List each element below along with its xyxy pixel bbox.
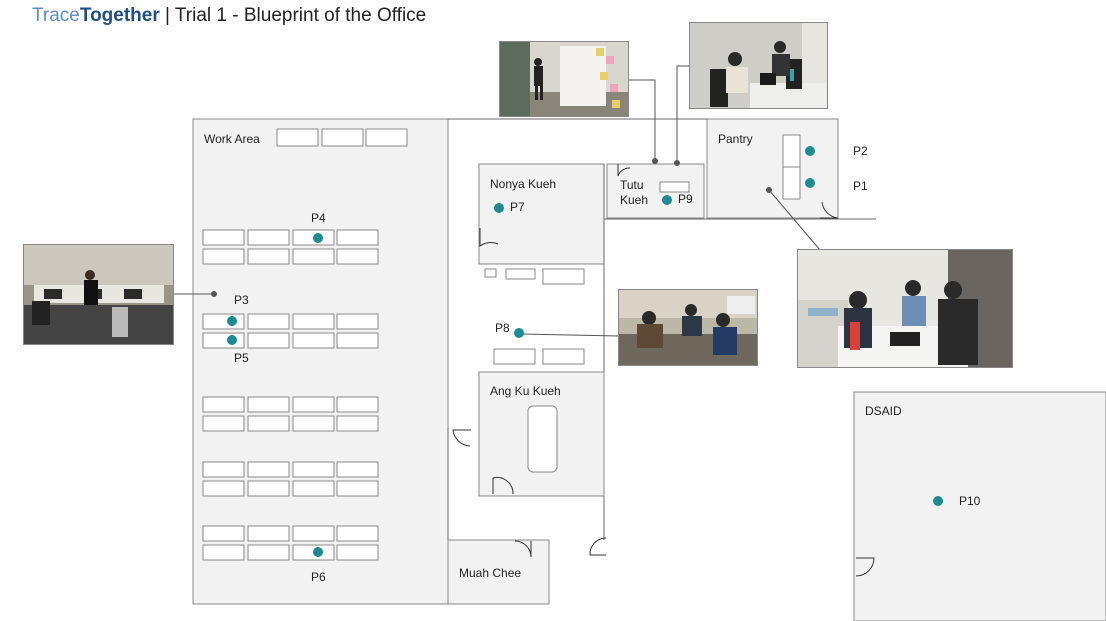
label-p5: P5 (234, 351, 249, 365)
label-p4: P4 (311, 211, 326, 225)
room-work-area (192, 118, 449, 605)
marker-p10 (933, 496, 943, 506)
room-label-pantry: Pantry (718, 132, 753, 146)
room-pantry (706, 118, 839, 219)
room-label-tutu-kueh-2: Kueh (620, 193, 648, 207)
room-label-dsaid: DSAID (865, 404, 902, 418)
room-dsaid (853, 391, 1106, 621)
marker-p3 (227, 316, 237, 326)
label-p9: P9 (678, 192, 693, 206)
label-p10: P10 (959, 494, 981, 508)
page-title: TraceTogether | Trial 1 - Blueprint of t… (32, 5, 426, 27)
photo-p8-meeting-image (619, 290, 757, 365)
marker-p1 (805, 178, 815, 188)
walls (447, 118, 876, 540)
title-brand-bold: Together (79, 5, 160, 26)
doors (452, 164, 875, 577)
label-p6: P6 (311, 570, 326, 584)
photo-connectors (173, 65, 821, 337)
photo-tutu-kueh (689, 22, 828, 109)
photo-corridor (499, 41, 629, 117)
room-label-tutu-kueh-1: Tutu (620, 178, 644, 192)
photo-work-area-image (24, 245, 173, 344)
photo-work-area (23, 244, 174, 345)
room-label-nonya-kueh: Nonya Kueh (490, 177, 556, 191)
title-text: Trial 1 - Blueprint of the Office (174, 5, 427, 26)
photo-corridor-image (500, 42, 628, 116)
label-p7: P7 (510, 200, 525, 214)
marker-p7 (494, 203, 504, 213)
room-muah-chee (447, 539, 550, 605)
photo-pantry-image (798, 250, 1012, 367)
furniture (484, 134, 801, 473)
title-brand-light: Trace (32, 5, 80, 26)
room-label-muah-chee: Muah Chee (459, 566, 521, 580)
label-p3: P3 (234, 293, 249, 307)
label-p8: P8 (495, 321, 510, 335)
marker-p9 (662, 195, 672, 205)
connector-dots (211, 158, 772, 297)
marker-p4 (313, 233, 323, 243)
marker-p5 (227, 335, 237, 345)
marker-p2 (805, 146, 815, 156)
room-label-work-area: Work Area (204, 132, 260, 146)
marker-p8 (514, 328, 524, 338)
title-separator: | (165, 5, 170, 26)
label-p2: P2 (853, 144, 868, 158)
photo-p8-meeting (618, 289, 758, 366)
photo-tutu-kueh-image (690, 23, 827, 108)
photo-pantry (797, 249, 1013, 368)
label-p1: P1 (853, 179, 868, 193)
participant-markers (227, 146, 943, 557)
marker-p6 (313, 547, 323, 557)
room-label-ang-ku-kueh: Ang Ku Kueh (490, 384, 561, 398)
